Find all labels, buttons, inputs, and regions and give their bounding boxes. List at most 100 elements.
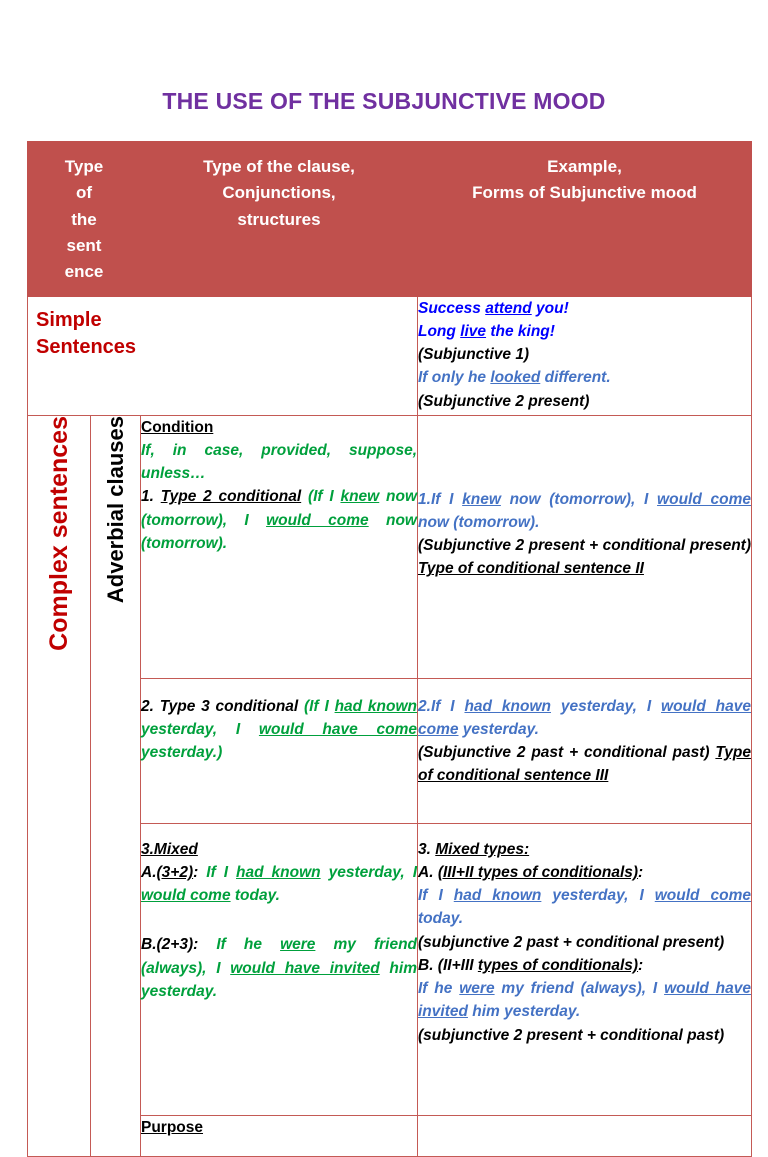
text-run: now (tomorrow). (418, 513, 540, 531)
simple-sentences-examples-cell: Success attend you! Long live the king! … (417, 295, 752, 416)
row-simple-sentences: Simple Sentences Success attend you! Lon… (27, 295, 752, 416)
example1-sentence: 1.If I knew now (tomorrow), I would come… (418, 488, 751, 535)
text-run: yesterday.) (141, 744, 223, 762)
example3-heading: 3. Mixed types: (418, 838, 751, 861)
text-run: Success (418, 299, 486, 317)
complex-sentences-label: Complex sentences (44, 415, 73, 651)
row-condition-type3: 2. Type 3 conditional (If I had known ye… (28, 677, 752, 824)
text-run: : (193, 863, 207, 881)
text-run: (If I (301, 488, 341, 506)
text-run-underlined: live (460, 322, 487, 340)
text-run: 3. (418, 840, 436, 858)
text-run: If I (430, 697, 465, 715)
text-run: 1. (418, 490, 431, 508)
text-run-underlined: had known (464, 697, 551, 715)
text-run: : (638, 863, 644, 881)
text-run: If I (418, 887, 454, 905)
purpose-example-cell (417, 1114, 752, 1157)
text-run: B. (II+III (418, 956, 478, 974)
text-run: If he (216, 936, 281, 954)
text-run: (Subjunctive 2 past + conditional past) (418, 744, 716, 762)
text-run-underlined: had known (236, 863, 321, 881)
header-line: the (71, 209, 97, 229)
header-cell-type-of-sentence: Type of the sent ence (27, 141, 141, 297)
header-line: of (75, 183, 93, 203)
text-run: 2. (418, 697, 431, 715)
example2-cell: 2.If I had known yesterday, I would have… (417, 677, 752, 824)
text-run-underlined: knew (340, 488, 380, 506)
condition-heading: Condition (141, 418, 214, 436)
condition-clause-cell: Condition If, in case, provided, suppose… (140, 414, 418, 679)
label-line: Simple (36, 308, 102, 331)
text-run: (Subjunctive 2 present + conditional pre… (418, 537, 751, 555)
example3-b-note: (subjunctive 2 present + conditional pas… (418, 1026, 725, 1044)
text-run-underlined: Type of conditional sentence II (418, 560, 644, 578)
text-run-underlined: would have come (258, 720, 417, 738)
adverbial-clauses-label: Adverbial clauses (102, 415, 128, 603)
mixed-item-a: A.(3+2): If I had known yesterday, I wou… (141, 861, 417, 908)
text-run-underlined: attend (485, 299, 532, 317)
text-run: now (tomorrow), I (500, 490, 658, 508)
text-run: now (tomorrow), I (141, 488, 418, 529)
example-note: (Subjunctive 2 present) (418, 392, 590, 410)
example3-a-note: (subjunctive 2 past + conditional presen… (418, 933, 725, 951)
text-run-underlined: would come (654, 887, 751, 905)
text-run-underlined: were (280, 936, 316, 954)
header-line: structures (237, 209, 321, 229)
header-line: Type of the clause, (203, 157, 355, 176)
text-run: today. (418, 910, 464, 928)
example2-note: (Subjunctive 2 past + conditional past) … (418, 741, 751, 788)
text-run: 1. (141, 488, 161, 506)
text-run: him yesterday. (141, 959, 417, 1000)
text-run-underlined: would have invited (418, 980, 752, 1021)
text-run: different. (540, 369, 611, 387)
text-run: If he (418, 980, 460, 998)
spacer (141, 907, 417, 933)
example3-a-label: A. (III+II types of conditionals): (418, 861, 751, 884)
header-cell-example-forms: Example, Forms of Subjunctive mood (417, 141, 752, 297)
condition-item-type3: 2. Type 3 conditional (If I had known ye… (141, 695, 417, 765)
text-run: now (tomorrow). (141, 511, 417, 552)
text-run-underlined: would come (657, 490, 751, 508)
slide-page: THE USE OF THE SUBJUNCTIVE MOOD Type of … (27, 88, 752, 1157)
text-run: the king! (486, 322, 555, 340)
header-cell-type-of-clause: Type of the clause, Conjunctions, struct… (140, 141, 418, 297)
text-run: yesterday. (458, 720, 539, 738)
mixed-item-b: B.(2+3): If he were my friend (always), … (141, 933, 417, 1003)
example-note: (Subjunctive 1) (418, 346, 530, 364)
text-run: my friend (always), I (494, 980, 665, 998)
text-run-underlined: would come (141, 887, 231, 905)
example1-note: (Subjunctive 2 present + conditional pre… (418, 534, 751, 581)
simple-sentences-label-cell: Simple Sentences (27, 295, 418, 416)
text-run: yesterday, I (320, 863, 417, 881)
text-run-underlined: (III+II types of conditionals) (437, 863, 639, 881)
text-run-underlined: Type 2 conditional (160, 488, 302, 506)
text-run: If I (206, 863, 236, 881)
mixed-heading: 3.Mixed (141, 840, 198, 858)
text-run-underlined: Type of conditional sentence III (418, 744, 751, 785)
text-run: A. (418, 863, 438, 881)
text-run-underlined: (3+2) (156, 863, 194, 881)
purpose-clause-cell: Purpose (140, 1114, 418, 1157)
page-title: THE USE OF THE SUBJUNCTIVE MOOD (162, 88, 606, 114)
header-line: ence (64, 262, 104, 282)
example-line: If only he looked different. (418, 366, 751, 389)
text-run-underlined: would come (266, 511, 369, 529)
purpose-heading: Purpose (141, 1118, 204, 1136)
text-run-underlined: were (459, 980, 495, 998)
example3-b-sentence: If he were my friend (always), I would h… (418, 977, 751, 1024)
example-line: Long live the king! (418, 320, 751, 343)
text-run: today. (230, 887, 280, 905)
complex-sentences-label-cell: Complex sentences (27, 414, 91, 1157)
mixed-clause-cell: 3.Mixed A.(3+2): If I had known yesterda… (140, 822, 418, 1116)
text-run-underlined: Mixed types: (435, 840, 530, 858)
text-run: my friend (always), I (141, 936, 418, 977)
text-run-underlined: types of conditionals) (477, 956, 639, 974)
text-run: If only he (418, 369, 491, 387)
header-line: Example, (547, 157, 622, 176)
table-header-row: Type of the sent ence Type of the clause… (27, 141, 752, 297)
text-run-underlined: would have invited (230, 959, 380, 977)
text-run-underlined: looked (490, 369, 541, 387)
simple-sentences-label: Simple Sentences (28, 297, 417, 361)
text-run: A. (141, 863, 157, 881)
